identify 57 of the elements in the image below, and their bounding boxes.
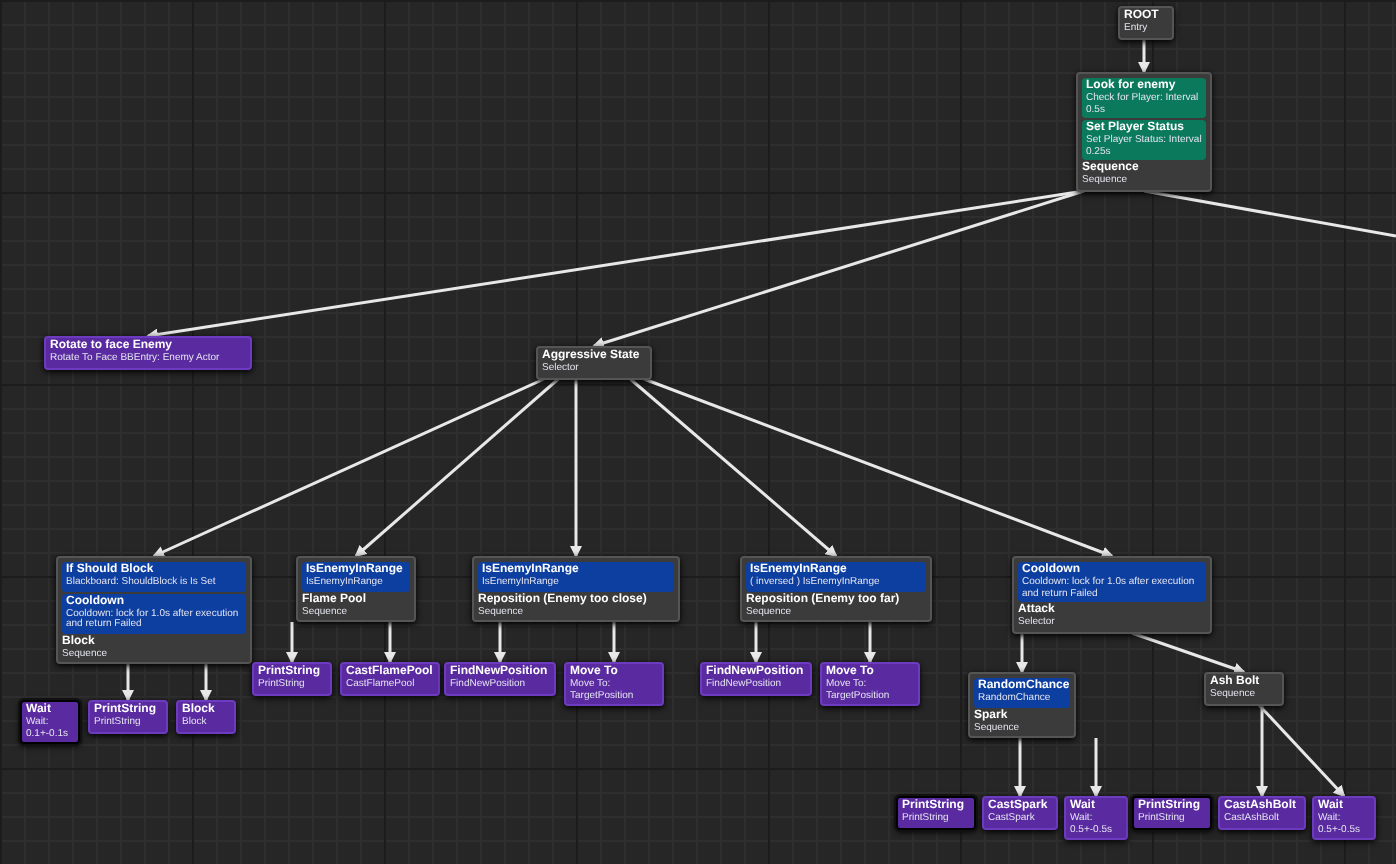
composite-node xyxy=(536,346,652,379)
decorator-box xyxy=(62,562,246,591)
composite-node xyxy=(296,556,416,622)
arrow xyxy=(1131,631,1246,675)
arrow xyxy=(384,622,396,664)
arrow xyxy=(1256,705,1268,798)
arrow xyxy=(354,377,560,558)
decorator-box xyxy=(1018,562,1206,602)
arrow xyxy=(1257,703,1346,798)
arrow xyxy=(592,189,1085,349)
composite-node xyxy=(472,556,680,622)
decorator-box xyxy=(746,562,926,591)
task-node xyxy=(1312,796,1376,840)
task-node xyxy=(252,662,332,695)
root-node xyxy=(1118,6,1174,39)
task-node xyxy=(444,662,556,695)
connector-line xyxy=(1143,189,1396,238)
arrow xyxy=(1014,738,1026,798)
task-node xyxy=(564,662,664,706)
arrow xyxy=(643,377,1114,559)
arrow xyxy=(286,622,298,664)
arrow xyxy=(1090,738,1102,798)
composite-node xyxy=(56,556,252,664)
decorator-box xyxy=(478,562,674,591)
task-node xyxy=(982,796,1058,829)
arrow xyxy=(494,622,506,664)
arrow xyxy=(200,664,212,702)
decorator-box xyxy=(302,562,410,591)
arrow xyxy=(1138,39,1150,74)
service-box xyxy=(1082,120,1206,160)
arrow xyxy=(1016,633,1028,674)
task-node xyxy=(1064,796,1128,840)
arrow xyxy=(570,379,582,558)
composite-node xyxy=(1012,556,1212,633)
task-node xyxy=(1218,796,1306,829)
composite-node xyxy=(1076,72,1212,191)
composite-node xyxy=(1204,672,1284,705)
task-node xyxy=(896,796,976,829)
service-box xyxy=(1082,78,1206,118)
task-node xyxy=(176,700,236,733)
arrow xyxy=(608,622,620,664)
decorator-box xyxy=(974,678,1070,707)
composite-node xyxy=(968,672,1076,738)
task-node xyxy=(88,700,168,733)
arrow xyxy=(152,377,545,558)
composite-node xyxy=(740,556,932,622)
arrow xyxy=(122,664,134,702)
task-node xyxy=(340,662,440,695)
arrow xyxy=(750,622,762,664)
arrow xyxy=(629,377,838,558)
decorator-box xyxy=(62,593,246,633)
task-node xyxy=(820,662,920,706)
task-node xyxy=(1132,796,1212,829)
task-node xyxy=(44,336,252,369)
task-node xyxy=(700,662,812,695)
arrow xyxy=(864,622,876,664)
task-node xyxy=(20,700,80,744)
